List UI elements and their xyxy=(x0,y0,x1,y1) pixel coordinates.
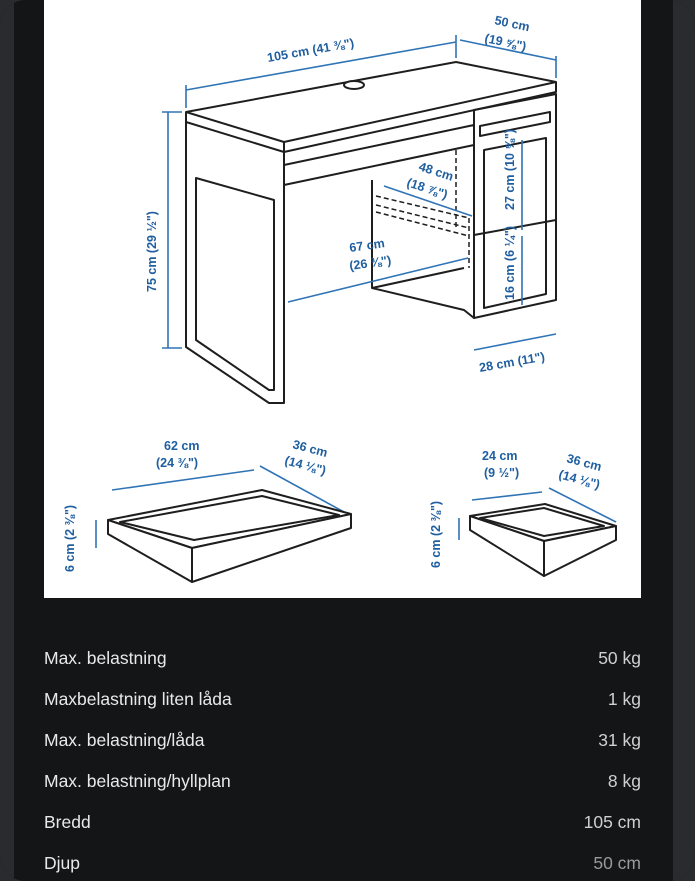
spec-row-width: Bredd 105 cm xyxy=(44,802,641,843)
small-drawer-width-in-label: (9 ½") xyxy=(484,466,519,480)
spec-label: Max. belastning/hyllplan xyxy=(44,771,231,791)
cabinet-width-label: 28 cm (11") xyxy=(478,350,546,375)
dimension-diagram[interactable]: 105 cm (41 ⅜") 50 cm (19 ⅝") 75 cm (29 ½… xyxy=(44,0,641,598)
large-drawer-width-in-label: (24 ⅜") xyxy=(156,456,198,470)
spec-value: 8 kg xyxy=(607,771,641,791)
spec-label: Max. belastning xyxy=(44,648,167,668)
spec-value: 50 cm xyxy=(593,853,641,873)
spec-row-small-drawer-load: Maxbelastning liten låda 1 kg xyxy=(44,679,641,720)
desk-drawing: 105 cm (41 ⅜") 50 cm (19 ⅝") 75 cm (29 ½… xyxy=(63,13,617,583)
spec-label: Djup xyxy=(44,853,80,873)
lower-space-label: 16 cm (6 ¼") xyxy=(503,226,517,300)
spec-row-depth: Djup 50 cm xyxy=(44,843,641,881)
spec-value: 50 kg xyxy=(598,648,641,668)
spec-value: 1 kg xyxy=(607,689,641,709)
desk-width-label: 105 cm (41 ⅜") xyxy=(266,36,355,65)
spec-value: 105 cm xyxy=(583,812,641,832)
upper-space-label: 27 cm (10 ⅝") xyxy=(503,129,517,210)
spec-value: 31 kg xyxy=(598,730,641,750)
specification-list: Max. belastning 50 kg Maxbelastning lite… xyxy=(44,638,641,881)
right-edge xyxy=(673,0,695,881)
spec-row-drawer-load: Max. belastning/låda 31 kg xyxy=(44,720,641,761)
spec-row-shelf-load: Max. belastning/hyllplan 8 kg xyxy=(44,761,641,802)
large-drawer-height-label: 6 cm (2 ⅜") xyxy=(63,505,77,572)
desk-height-label: 75 cm (29 ½") xyxy=(145,211,159,292)
inner-width-in-label: (26 ⅜") xyxy=(348,253,392,273)
desk-depth-cm-label: 50 cm xyxy=(493,13,531,34)
large-drawer-width-cm-label: 62 cm xyxy=(164,439,199,453)
left-edge xyxy=(0,0,14,881)
small-drawer-height-label: 6 cm (2 ⅜") xyxy=(429,501,443,568)
desk-depth-in-label: (19 ⅝") xyxy=(483,31,527,53)
inner-width-cm-label: 67 cm xyxy=(348,236,385,255)
small-drawer-width-cm-label: 24 cm xyxy=(482,449,517,463)
spec-label: Max. belastning/låda xyxy=(44,730,205,750)
spec-label: Bredd xyxy=(44,812,91,832)
spec-label: Maxbelastning liten låda xyxy=(44,689,232,709)
spec-row-max-load: Max. belastning 50 kg xyxy=(44,638,641,679)
